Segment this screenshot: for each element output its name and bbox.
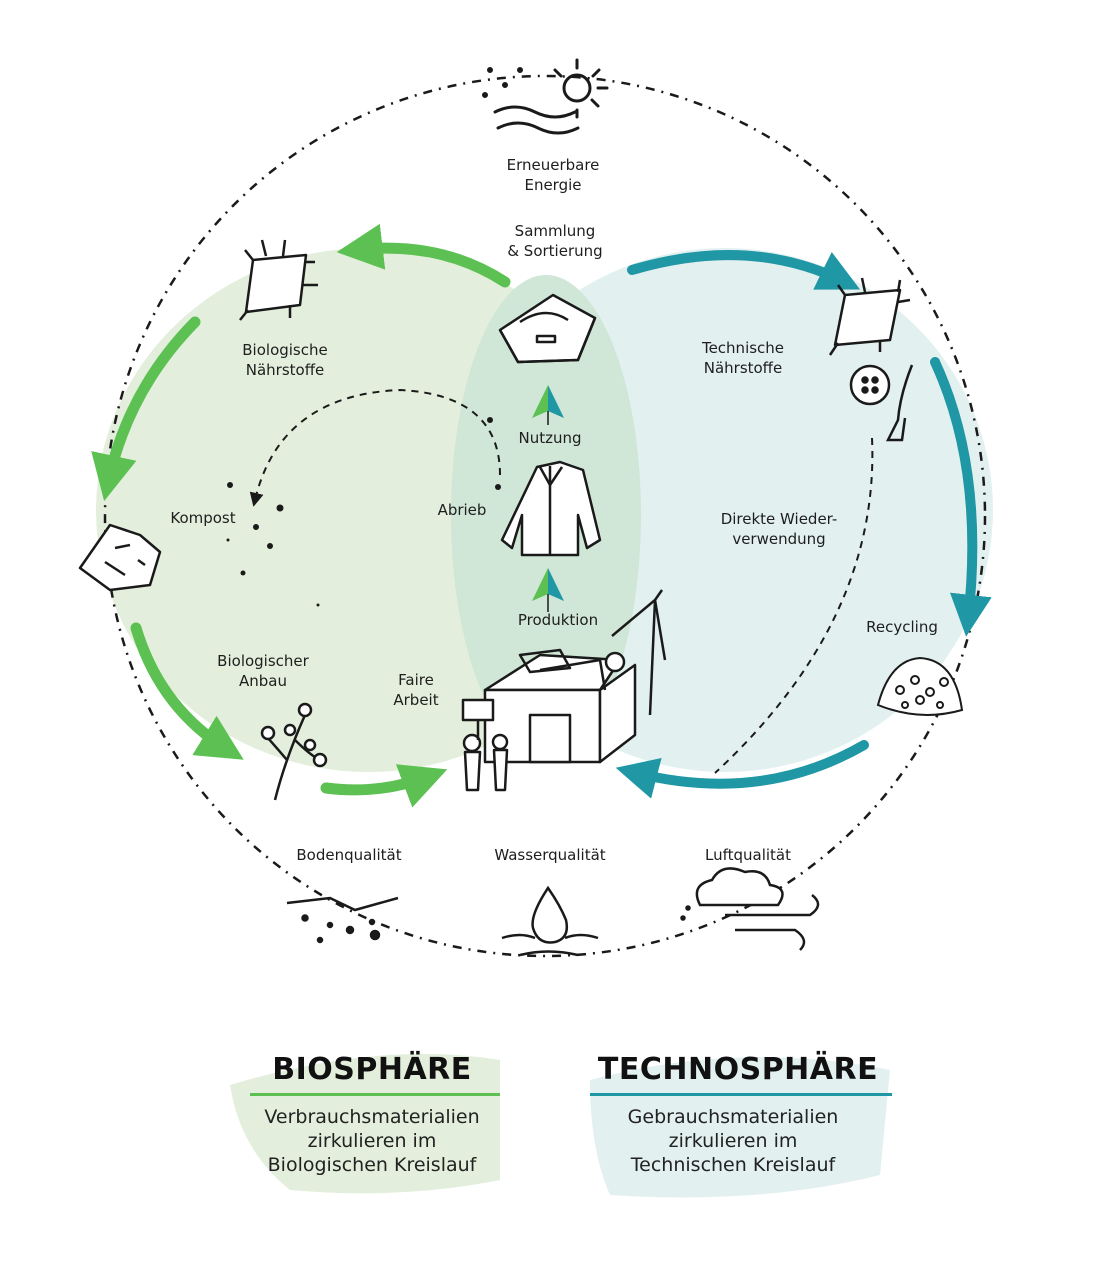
bio-arrow-top	[336, 223, 511, 288]
tech-arrow-right	[930, 357, 992, 637]
cotton-plant-icon	[260, 702, 328, 801]
sun-icon	[482, 58, 609, 135]
soil-quality-label: Bodenqualität	[296, 846, 402, 864]
bio-arrow-left	[91, 316, 201, 502]
tech-legend-brush	[590, 1057, 890, 1198]
outer-boundary-circle	[103, 74, 987, 958]
button-zipper-icon	[849, 364, 914, 442]
tech-arrow-top	[627, 250, 861, 290]
technosphere-underline	[590, 1093, 892, 1096]
factory-icon	[461, 589, 667, 792]
biosphere-title: BIOSPHÄRE	[272, 1052, 472, 1087]
sorting-box-icon	[498, 293, 597, 364]
abrasion-dashed-arrow	[249, 388, 501, 507]
tech-fabric-icon	[828, 277, 911, 356]
compost-label: Kompost	[170, 509, 236, 527]
biosphere-underline	[250, 1093, 500, 1096]
recycling-label: Recycling	[866, 618, 938, 636]
cloud-wind-icon	[680, 867, 820, 951]
usage-label: Nutzung	[518, 429, 582, 447]
technosphere-title: TECHNOSPHÄRE	[597, 1052, 879, 1087]
direct-reuse-label: Direkte Wieder- verwendung	[720, 510, 838, 548]
bio-farming-label: Biologischer Anbau	[217, 652, 309, 690]
bio-legend-brush	[230, 1053, 500, 1194]
collection-sorting-label: Sammlung & Sortierung	[507, 222, 603, 260]
biosphere-description: Verbrauchsmaterialien zirkulieren im Bio…	[264, 1106, 480, 1176]
bio-arrow-lower-left	[130, 622, 244, 760]
jacket-icon	[500, 460, 602, 557]
production-up-arrow	[532, 568, 564, 612]
abrasion-label: Abrieb	[437, 501, 487, 519]
bio-nutrients-label: Biologische Nährstoffe	[242, 341, 328, 379]
tech-arrow-bottom	[615, 740, 869, 799]
compost-dots	[226, 417, 501, 607]
soil-clod-icon	[78, 523, 162, 592]
production-label: Produktion	[517, 611, 599, 629]
soil-surface-icon	[286, 896, 399, 944]
technosphere-description: Gebrauchsmaterialien zirkulieren im Tech…	[627, 1106, 839, 1176]
water-quality-label: Wasserqualität	[494, 846, 606, 864]
water-drop-icon	[501, 885, 599, 957]
bio-fabric-icon	[239, 239, 318, 321]
energy-label: Erneuerbare Energie	[506, 156, 600, 194]
air-quality-label: Luftqualität	[704, 846, 792, 864]
fair-work-label: Faire Arbeit	[393, 671, 439, 709]
recycled-pellets-icon	[876, 656, 964, 716]
usage-up-arrow	[532, 385, 564, 425]
bio-arrow-bottom	[320, 764, 448, 808]
tech-nutrients-label: Technische Nährstoffe	[701, 339, 785, 377]
